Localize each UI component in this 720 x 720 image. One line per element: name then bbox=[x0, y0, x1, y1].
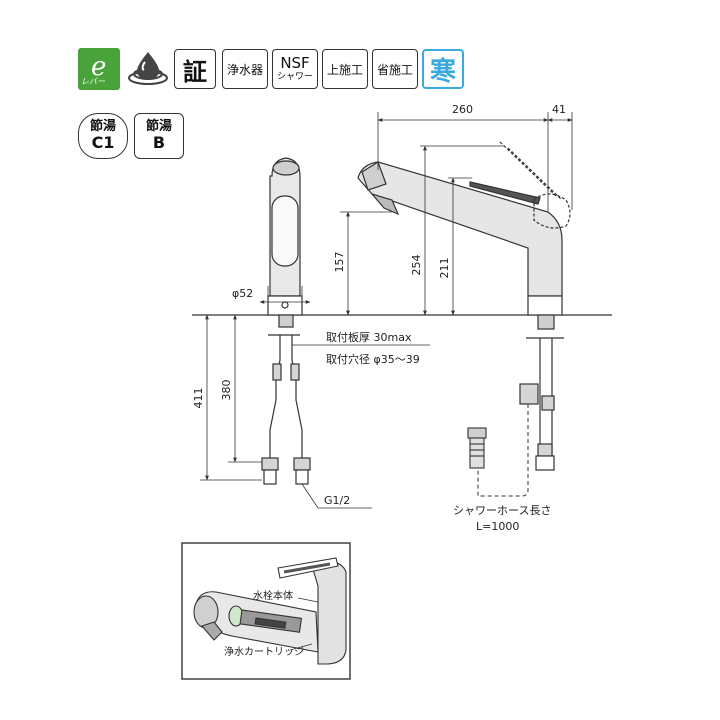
water-drop-icon bbox=[126, 48, 170, 90]
certification-badge: 証 bbox=[174, 49, 216, 89]
inset-faucet bbox=[193, 557, 347, 665]
dim-157: 157 bbox=[333, 252, 346, 273]
shower-head-detail bbox=[467, 427, 487, 469]
eco-lever-icon: e レバー bbox=[78, 48, 120, 90]
top-install-label: 上施工 bbox=[326, 62, 363, 77]
shower-label: シャワー bbox=[276, 72, 313, 82]
inset-cartridge-label: 浄水カートリッジ bbox=[224, 645, 304, 658]
dim-41: 41 bbox=[552, 103, 566, 116]
water-purifier-label: 浄水器 bbox=[226, 62, 263, 77]
water-saving-c1-badge: 節湯 C1 bbox=[78, 113, 128, 159]
dim-phi52: φ52 bbox=[232, 287, 253, 300]
note-thread: G1/2 bbox=[324, 494, 350, 507]
b-bottom-label: B bbox=[152, 133, 166, 153]
cold-region-label: 寒 bbox=[429, 56, 456, 87]
cold-region-badge: 寒 bbox=[422, 49, 464, 89]
nsf-label: NSF bbox=[280, 54, 310, 72]
note-hole-diameter: 取付穴径 φ35〜39 bbox=[326, 352, 420, 366]
note-plate-thickness: 取付板厚 30max bbox=[326, 330, 412, 344]
dim-411: 411 bbox=[192, 388, 205, 409]
saving-install-badge: 省施工 bbox=[372, 49, 418, 89]
front-view bbox=[261, 157, 311, 485]
dim-254: 254 bbox=[410, 255, 423, 276]
dim-380: 380 bbox=[220, 380, 233, 401]
water-purifier-badge: 浄水器 bbox=[222, 49, 268, 89]
saving-install-label: 省施工 bbox=[376, 62, 413, 77]
water-saving-b-badge: 節湯 B bbox=[134, 113, 184, 159]
dim-211: 211 bbox=[438, 258, 451, 279]
b-top-label: 節湯 bbox=[145, 119, 172, 135]
inset-body-label: 水栓本体 bbox=[253, 589, 293, 602]
c1-bottom-label: C1 bbox=[91, 133, 115, 153]
lever-label: レバー bbox=[81, 77, 105, 86]
cert-label: 証 bbox=[183, 57, 207, 86]
nsf-shower-badge: NSF シャワー bbox=[272, 49, 318, 89]
note-hose-length: L=1000 bbox=[476, 520, 519, 533]
svg-text:e: e bbox=[91, 52, 106, 82]
note-hose-label: シャワーホース長さ bbox=[453, 504, 551, 517]
c1-top-label: 節湯 bbox=[89, 119, 116, 135]
top-install-badge: 上施工 bbox=[322, 49, 368, 89]
dim-260: 260 bbox=[452, 103, 473, 116]
side-view bbox=[357, 141, 571, 471]
